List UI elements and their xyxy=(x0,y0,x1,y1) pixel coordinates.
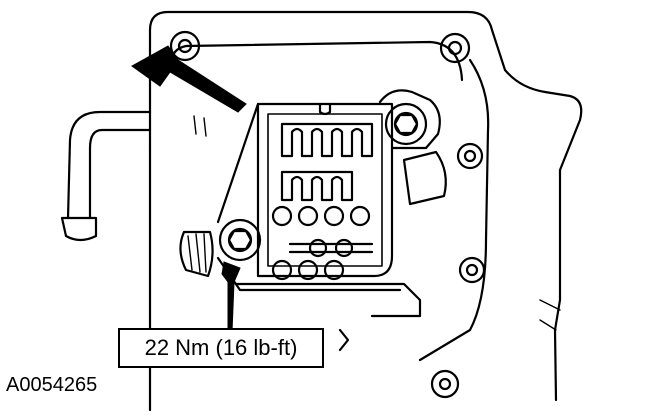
boss-right-lower xyxy=(458,256,486,284)
torque-callout: 22 Nm (16 lb-ft) xyxy=(118,328,324,368)
arrow-small xyxy=(221,261,241,333)
upper-bolt-hex xyxy=(393,113,419,135)
boss-bottom-right xyxy=(430,369,460,399)
boss-bottom-right-inner xyxy=(438,377,452,391)
boss-right-inner xyxy=(463,149,477,163)
lower-bolt-hex xyxy=(227,229,253,251)
plate-hole xyxy=(323,259,345,281)
boss-top-left xyxy=(169,30,201,62)
housing-inner-flange xyxy=(170,40,464,82)
arrow-large xyxy=(131,45,247,113)
linkage-knob xyxy=(334,238,354,258)
vent-tube-inner xyxy=(88,128,152,220)
linkage-knob xyxy=(308,238,328,258)
housing-outline xyxy=(148,10,583,402)
boss-right xyxy=(456,142,484,170)
threaded-fitting xyxy=(179,230,214,278)
boss-top-left-inner xyxy=(177,38,193,54)
plate-hole xyxy=(297,259,319,281)
boss-top-right-inner xyxy=(447,40,463,56)
right-lever xyxy=(402,150,447,206)
upper-bracket xyxy=(378,89,441,150)
boss-right-lower-inner xyxy=(465,263,479,277)
vent-tube-end xyxy=(60,216,98,242)
plate-hole xyxy=(349,205,371,227)
detent-plate xyxy=(256,102,394,278)
lower-housing-edge xyxy=(338,328,350,352)
detent-slots-lower xyxy=(280,170,354,202)
detent-plate-inner xyxy=(267,113,383,267)
plate-hole xyxy=(323,205,345,227)
figure-id: A0054265 xyxy=(6,374,98,396)
plate-hole xyxy=(271,259,293,281)
linkage-shaft xyxy=(288,242,374,254)
torque-value: 22 Nm (16 lb-ft) xyxy=(144,335,298,360)
plate-hole xyxy=(271,205,293,227)
boss-top-right xyxy=(439,32,471,64)
vent-tube-outer xyxy=(66,110,152,220)
detent-slots-upper xyxy=(280,122,374,158)
detent-plate-notch xyxy=(318,102,332,116)
upper-bolt-head xyxy=(384,102,428,146)
lower-bolt-head xyxy=(218,218,262,262)
plate-hole xyxy=(297,205,319,227)
arrow-indicators xyxy=(131,45,247,333)
housing-right-wall xyxy=(418,58,490,362)
lower-rail xyxy=(234,282,422,318)
